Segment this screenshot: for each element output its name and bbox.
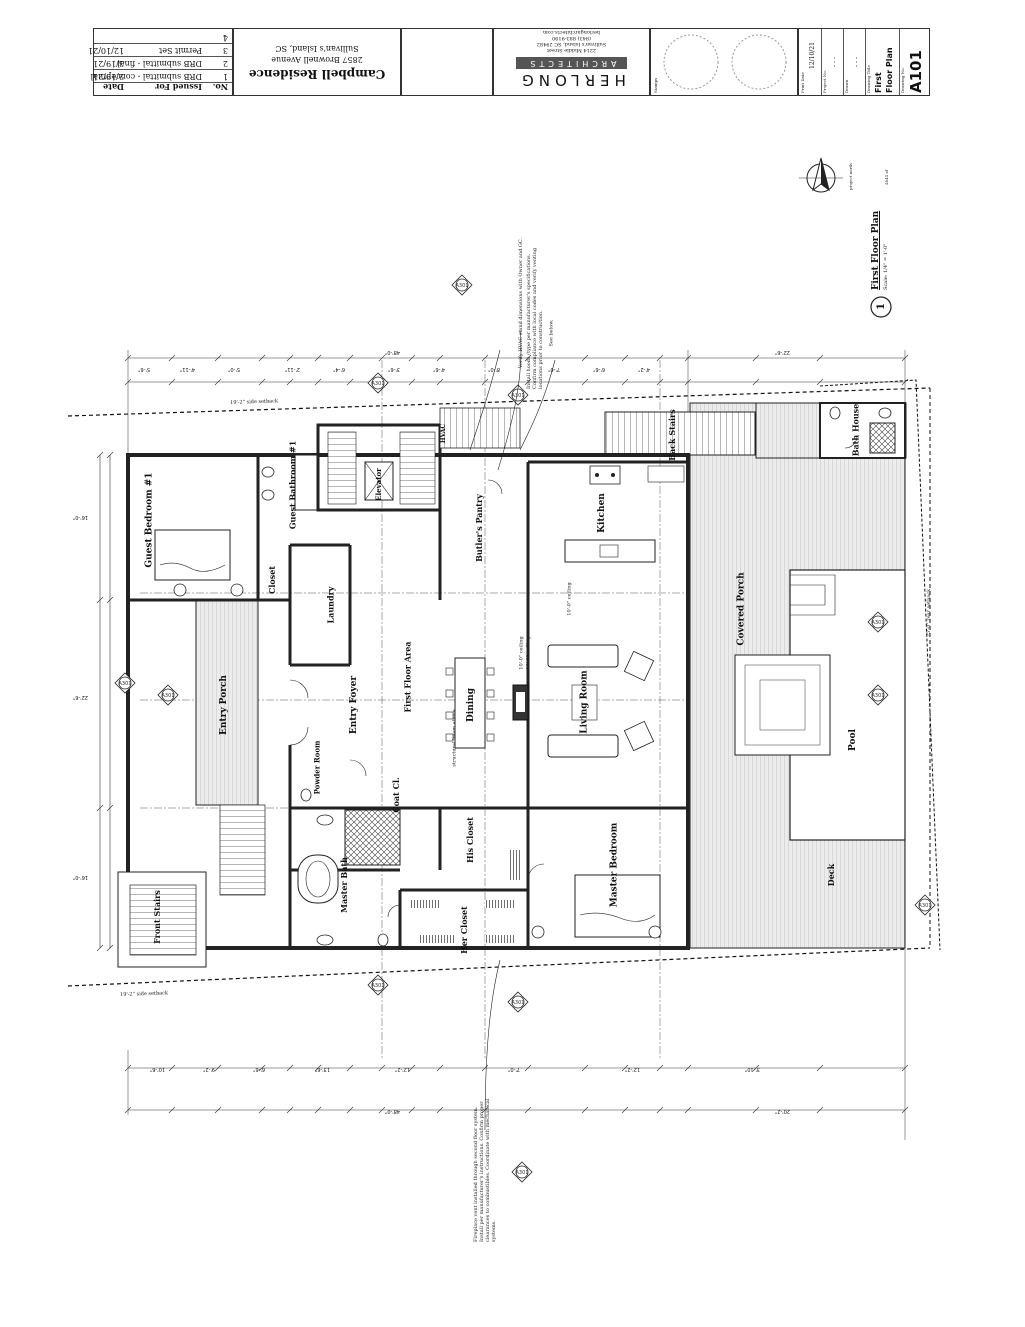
note-ceiling-3: 10'-0" ceiling — [525, 636, 532, 670]
room-butlers-pantry: Butler's Pantry — [473, 494, 484, 562]
dimension-top-2: 4'-11" — [179, 366, 195, 372]
dimension-bot-total-b: 20'-2" — [774, 1108, 790, 1114]
svg-text:A301: A301 — [516, 1170, 529, 1176]
dimension-top-8: 8'-0" — [488, 366, 500, 372]
svg-text:A301: A301 — [372, 983, 385, 989]
room-his-closet: His Closet — [464, 817, 475, 863]
svg-text:A301: A301 — [872, 693, 885, 699]
room-coat-closet: Coat Cl. — [390, 777, 401, 813]
section-callout-icon: A301 — [367, 372, 389, 394]
room-master-bedroom: Master Bedroom — [609, 822, 620, 908]
room-kitchen: Kitchen — [596, 493, 607, 533]
svg-text:A301: A301 — [512, 1000, 525, 1006]
dimension-bot-4: 13'-6" — [314, 1066, 330, 1072]
dimension-left-3: 16'-0" — [72, 874, 88, 880]
section-callout-icon: A301 — [451, 274, 473, 296]
room-guest-bath: Guest Bathroom #1 — [287, 440, 298, 530]
dimension-top-1: 5'-6" — [138, 366, 150, 372]
sheet-info: Print Date 12/10/21 Project No. - - - Dr… — [798, 28, 930, 96]
dimension-top-total-b: 22'-6" — [774, 349, 790, 355]
room-closet: Closet — [267, 565, 278, 595]
dimension-left-1: 16'-0" — [72, 514, 88, 520]
svg-text:A301: A301 — [512, 393, 525, 399]
project-info: Campbell Residence 2857 Brownell Avenue … — [233, 28, 401, 96]
dimension-bot-7: 12'-2" — [624, 1066, 640, 1072]
section-callout-icon: A301 — [867, 684, 889, 706]
dimension-bot-6: 7'-0" — [508, 1066, 520, 1072]
dimension-bot-1: 10'-6" — [149, 1066, 165, 1072]
room-her-closet: Her Closet — [458, 906, 469, 954]
dimension-bot-3: 6'-6" — [253, 1066, 265, 1072]
room-hvac: HVAC — [440, 423, 448, 444]
svg-text:A301: A301 — [456, 283, 469, 289]
dimension-top-10: 6'-6" — [593, 366, 605, 372]
room-entry-foyer: Entry Foyer — [349, 675, 360, 735]
room-pool: Pool — [847, 729, 858, 751]
section-callout-icon: A301 — [367, 974, 389, 996]
room-deck: Deck — [826, 863, 837, 887]
stamp-circles — [663, 34, 787, 90]
north-arrow-icon — [799, 157, 843, 193]
dimension-top-9: 7'-0" — [548, 366, 560, 372]
dimension-left-2: 22'-6" — [72, 694, 88, 700]
room-elevator: Elevator — [373, 468, 383, 501]
dimension-bot-2: 9'-2" — [203, 1066, 215, 1072]
room-back-stairs: Back Stairs — [666, 409, 677, 461]
room-guest-bedroom: Guest Bedroom #1 — [144, 472, 155, 568]
firm-info: HERLONG ARCHITECTS 2214 Middle Street Su… — [493, 28, 650, 96]
room-first-floor-area: First Floor Area — [402, 641, 413, 713]
dimension-top-7: 4'-6" — [433, 366, 445, 372]
svg-text:A301: A301 — [919, 903, 932, 909]
svg-text:A301: A301 — [372, 381, 385, 387]
note-hvac: Verify HVAC stand dimensions with Owner … — [518, 237, 525, 369]
room-covered-porch: Covered Porch — [736, 572, 747, 646]
svg-text:A301: A301 — [162, 693, 175, 699]
dimension-top-3: 5'-0" — [228, 366, 240, 372]
room-dining: Dining — [466, 687, 477, 723]
section-callout-icon: A301 — [507, 991, 529, 1013]
note-rear-setback: 25'-0" rear setback — [926, 588, 933, 638]
dimension-top-6: 3'-6" — [388, 366, 400, 372]
note-see-below: See below. — [548, 319, 555, 347]
room-powder: Powder Room — [312, 740, 322, 795]
dimension-top-4: 2'-11" — [284, 366, 300, 372]
dimension-bot-5: 12'-2" — [394, 1066, 410, 1072]
section-callout-icon: A301 — [157, 684, 179, 706]
dimension-bot-total-a: 48'-0" — [384, 1108, 400, 1114]
room-living-room: Living Room — [579, 670, 590, 734]
note-structural-beam: structural beam above — [451, 709, 458, 767]
section-callout-icon: A301 — [114, 672, 136, 694]
section-callout-icon: A301 — [867, 611, 889, 633]
dimension-top-5: 6'-4" — [333, 366, 345, 372]
plan-number-bubble — [870, 296, 892, 318]
room-bath-house: Bath House — [850, 403, 861, 457]
svg-text:A301: A301 — [872, 620, 885, 626]
room-front-stairs: Front Stairs — [151, 890, 162, 944]
dimension-bot-8: 3'-10" — [744, 1066, 760, 1072]
room-master-bath: Master Bath — [338, 857, 349, 913]
room-laundry: Laundry — [325, 586, 336, 624]
dimension-top-total-a: 48'-0" — [384, 349, 400, 355]
blank-panel — [401, 28, 493, 96]
stamp-panel: Stamps — [650, 28, 798, 96]
note-ceiling-1: 10'-0" ceiling — [566, 582, 573, 616]
note-hoods: Install hoods (type per manufacturer's s… — [526, 247, 544, 389]
dimension-top-11: 4'-2" — [638, 366, 650, 372]
room-entry-porch: Entry Porch — [218, 675, 229, 735]
note-fireplace: Fireplace vent installed through second … — [473, 1098, 497, 1243]
note-ceiling-2: 10'-0" ceiling — [518, 636, 525, 670]
svg-text:A301: A301 — [119, 681, 132, 687]
section-callout-icon: A301 — [914, 894, 936, 916]
section-callout-icon: A301 — [511, 1161, 533, 1183]
